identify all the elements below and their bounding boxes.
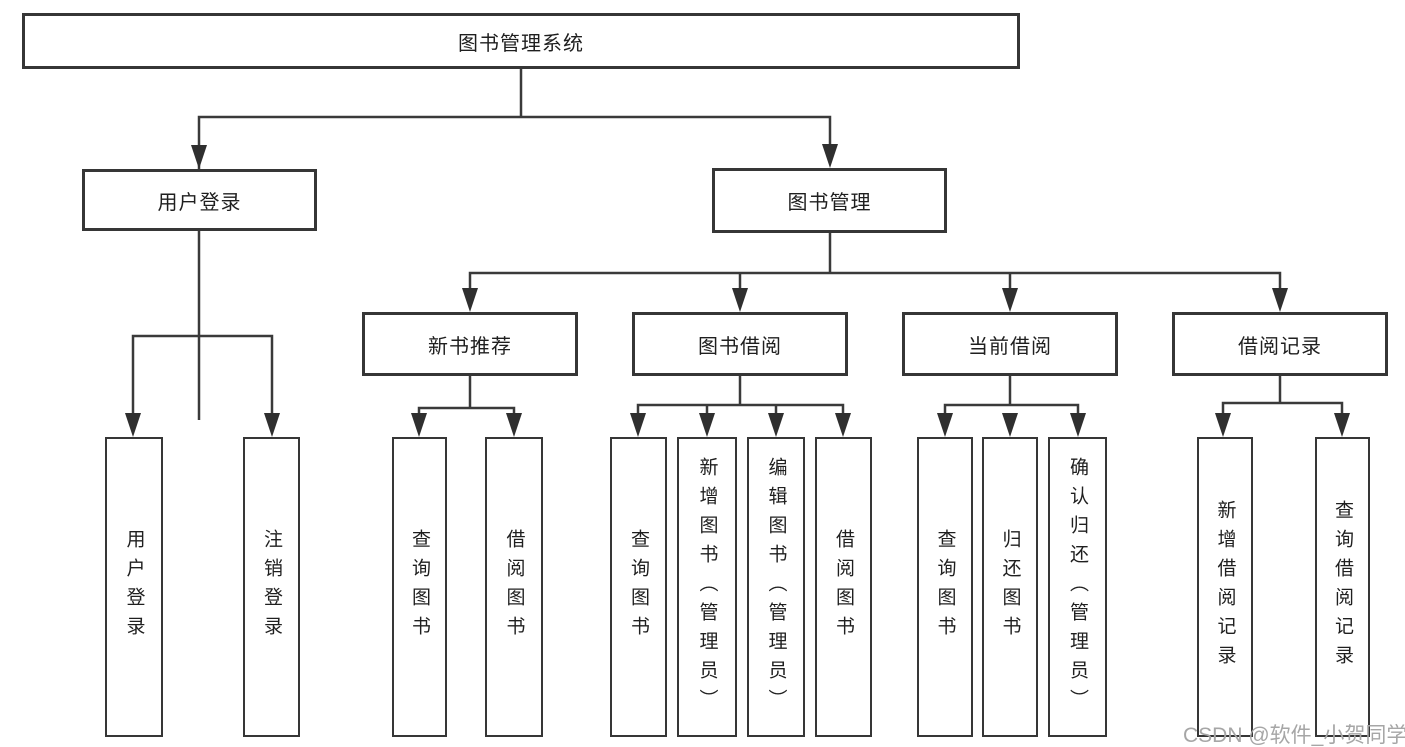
leaf-user-login: 用户登录 xyxy=(105,437,163,737)
leaf-label: 查询借阅记录 xyxy=(1332,500,1353,674)
node-label: 新书推荐 xyxy=(428,335,512,358)
leaf-query-books-current: 查询图书 xyxy=(917,437,973,737)
node-book-borrowing: 图书借阅 xyxy=(632,312,848,376)
leaf-add-borrow-record: 新增借阅记录 xyxy=(1197,437,1253,737)
leaf-query-books-borrowing: 查询图书 xyxy=(610,437,667,737)
leaf-label: 借阅图书 xyxy=(503,529,525,645)
leaf-label: 确认归还（管理员） xyxy=(1067,456,1088,718)
node-label: 图书管理系统 xyxy=(458,32,584,55)
leaf-label: 编辑图书（管理员） xyxy=(765,456,787,718)
leaf-label: 借阅图书 xyxy=(833,529,854,645)
node-label: 当前借阅 xyxy=(968,335,1052,358)
leaf-borrow-books: 借阅图书 xyxy=(815,437,872,737)
leaf-confirm-return-admin: 确认归还（管理员） xyxy=(1048,437,1107,737)
leaf-label: 新增借阅记录 xyxy=(1214,500,1236,674)
leaf-return-books: 归还图书 xyxy=(982,437,1038,737)
leaf-label: 注销登录 xyxy=(261,529,282,645)
leaf-label: 查询图书 xyxy=(409,529,430,645)
leaf-label: 查询图书 xyxy=(934,529,956,645)
leaf-label: 归还图书 xyxy=(999,529,1021,645)
leaf-add-book-admin: 新增图书（管理员） xyxy=(677,437,737,737)
node-borrowing-records: 借阅记录 xyxy=(1172,312,1388,376)
leaf-borrow-books-recommend: 借阅图书 xyxy=(485,437,543,737)
csdn-watermark: CSDN @软件_小贺同学 xyxy=(1183,724,1405,747)
node-label: 图书管理 xyxy=(787,192,872,214)
node-label: 用户登录 xyxy=(157,191,242,214)
leaf-label: 新增图书（管理员） xyxy=(696,456,718,718)
node-library-management-system: 图书管理系统 xyxy=(22,13,1020,69)
node-new-book-recommendation: 新书推荐 xyxy=(362,312,578,376)
leaf-query-borrow-record: 查询借阅记录 xyxy=(1315,437,1370,737)
leaf-logout: 注销登录 xyxy=(243,437,300,737)
node-user-login: 用户登录 xyxy=(82,169,317,231)
node-label: 图书借阅 xyxy=(698,335,782,358)
leaf-label: 用户登录 xyxy=(123,529,145,645)
leaf-label: 查询图书 xyxy=(628,529,649,645)
node-book-management: 图书管理 xyxy=(712,168,947,233)
leaf-edit-book-admin: 编辑图书（管理员） xyxy=(747,437,805,737)
leaf-query-books-recommend: 查询图书 xyxy=(392,437,447,737)
node-label: 借阅记录 xyxy=(1238,335,1322,358)
node-current-borrowing: 当前借阅 xyxy=(902,312,1118,376)
